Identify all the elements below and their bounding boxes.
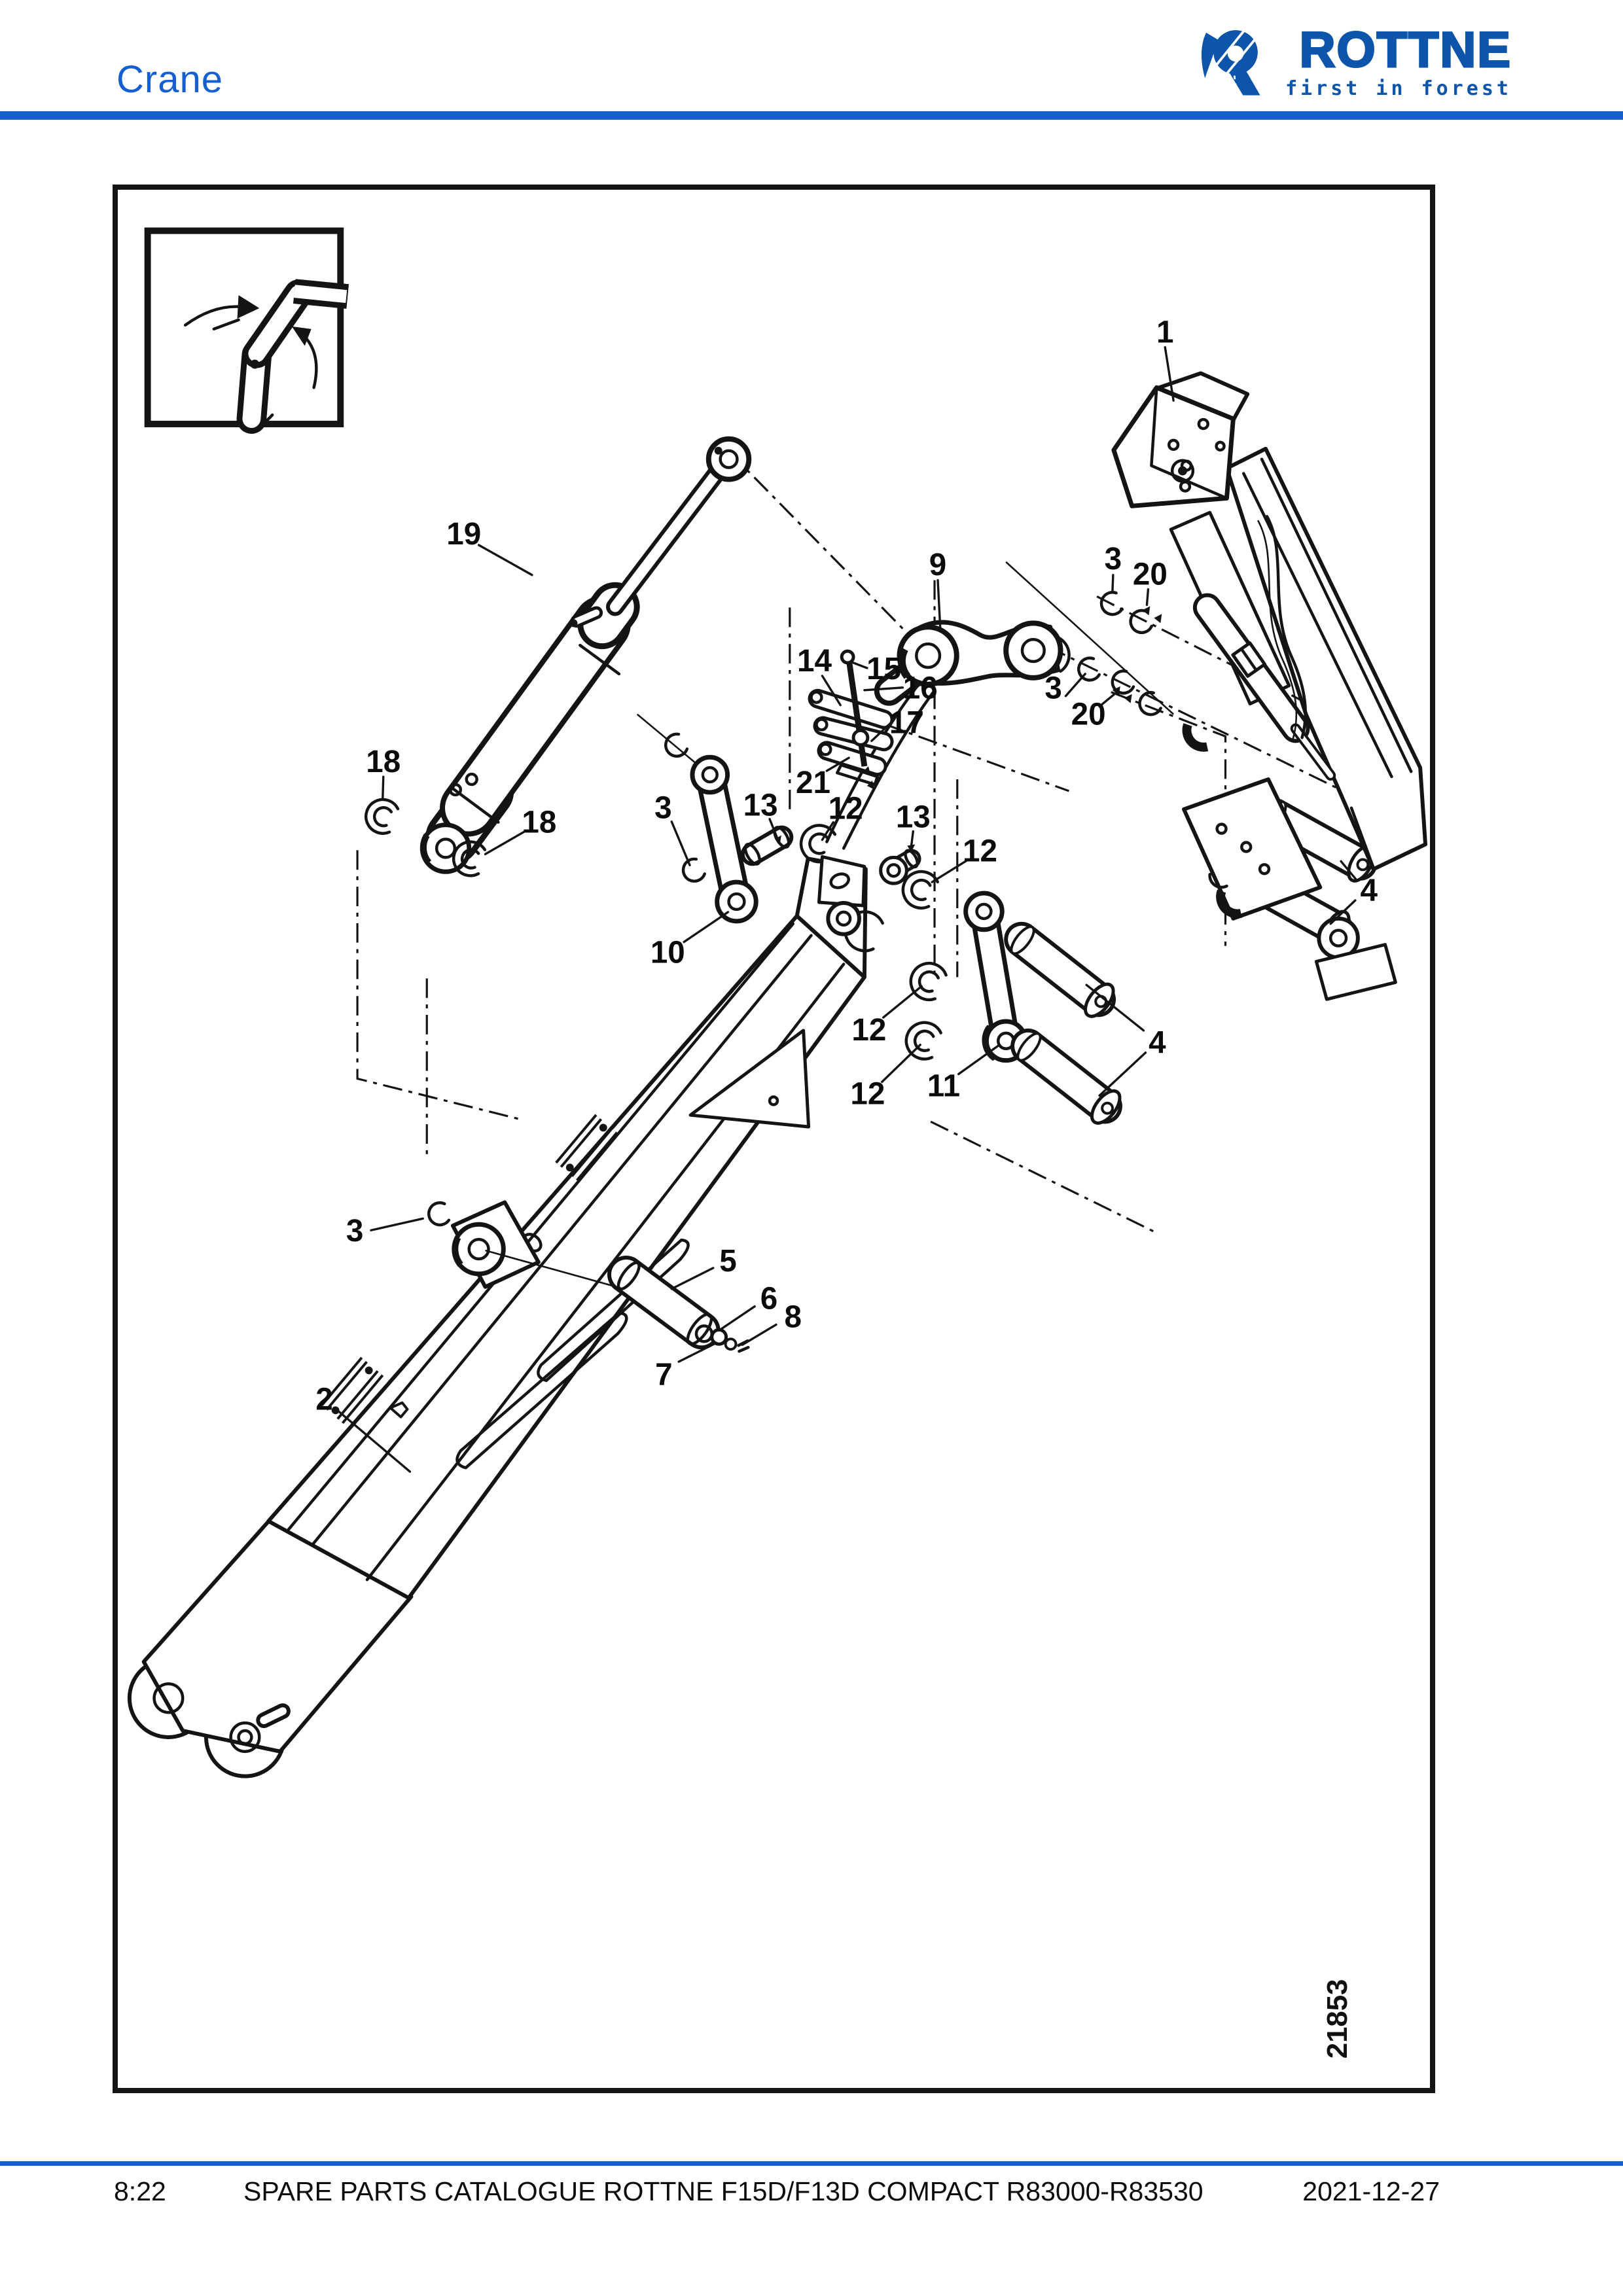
part-label-10: 10	[651, 935, 685, 970]
logo-wordmark: ROTTNE	[1298, 22, 1512, 78]
link-plates-14-17-21	[808, 649, 894, 790]
exploded-view-drawing: 1199320320141516171818321131213121012121…	[127, 227, 1428, 2059]
part-label-3: 3	[654, 791, 671, 826]
footer-page-number: 8:22	[114, 2176, 166, 2206]
pillar-part-1	[1111, 371, 1428, 1001]
hose-clamp	[321, 1356, 384, 1424]
link-part-11	[963, 891, 1028, 1063]
part-label-11: 11	[927, 1069, 960, 1103]
part-label-15: 15	[866, 652, 901, 686]
footer-rule	[0, 2161, 1623, 2166]
pin-part-5-assembly	[607, 1256, 750, 1353]
part-label-2: 2	[315, 1383, 332, 1417]
part-label-12: 12	[829, 792, 863, 826]
footer-catalogue-title: SPARE PARTS CATALOGUE ROTTNE F15D/F13D C…	[243, 2176, 1204, 2206]
inset-orientation-box	[144, 227, 349, 434]
rottne-logo: ROTTNE first in forest	[1196, 22, 1512, 100]
logo-tagline: first in forest	[1285, 77, 1512, 100]
part-label-20: 20	[1071, 697, 1106, 732]
hose-clamp	[555, 1114, 618, 1182]
part-label-3: 3	[1105, 542, 1122, 576]
part-label-19: 19	[446, 517, 481, 552]
part-label-18: 18	[366, 745, 401, 779]
rottne-logo-icon	[1201, 28, 1260, 96]
crane-fold-icon	[183, 279, 349, 434]
footer-date: 2021-12-27	[1302, 2176, 1440, 2206]
part-label-16: 16	[903, 671, 938, 706]
part-label-13: 13	[743, 788, 778, 823]
boom-part-2	[127, 857, 868, 1778]
part-label-7: 7	[655, 1358, 672, 1392]
retaining-ring-18	[365, 798, 400, 835]
part-label-8: 8	[785, 1299, 802, 1334]
part-label-14: 14	[797, 644, 832, 679]
part-label-4: 4	[1361, 874, 1378, 908]
clips-3-and-pins-20	[427, 591, 1162, 1227]
part-label-6: 6	[760, 1282, 777, 1316]
part-label-12: 12	[963, 834, 997, 868]
page-title: Crane	[116, 58, 223, 101]
part-label-1: 1	[1156, 315, 1173, 350]
retaining-ring-18	[452, 840, 487, 877]
part-label-13: 13	[896, 800, 931, 835]
header-rule	[0, 111, 1623, 120]
part-label-17: 17	[889, 705, 924, 740]
part-label-4: 4	[1149, 1026, 1166, 1061]
part-label-12: 12	[851, 1013, 886, 1048]
part-label-9: 9	[929, 548, 946, 582]
lift-cylinder-part-19	[365, 436, 752, 877]
link-part-10	[664, 732, 758, 924]
part-label-5: 5	[719, 1244, 736, 1279]
leader-lines	[338, 345, 1359, 1473]
part-label-3: 3	[346, 1214, 363, 1248]
figure-number: 21853	[1321, 1979, 1353, 2059]
part-label-12: 12	[850, 1076, 885, 1111]
part-label-3: 3	[1044, 671, 1061, 706]
part-label-18: 18	[522, 805, 556, 840]
part-label-21: 21	[796, 766, 830, 800]
part-label-20: 20	[1133, 557, 1168, 592]
